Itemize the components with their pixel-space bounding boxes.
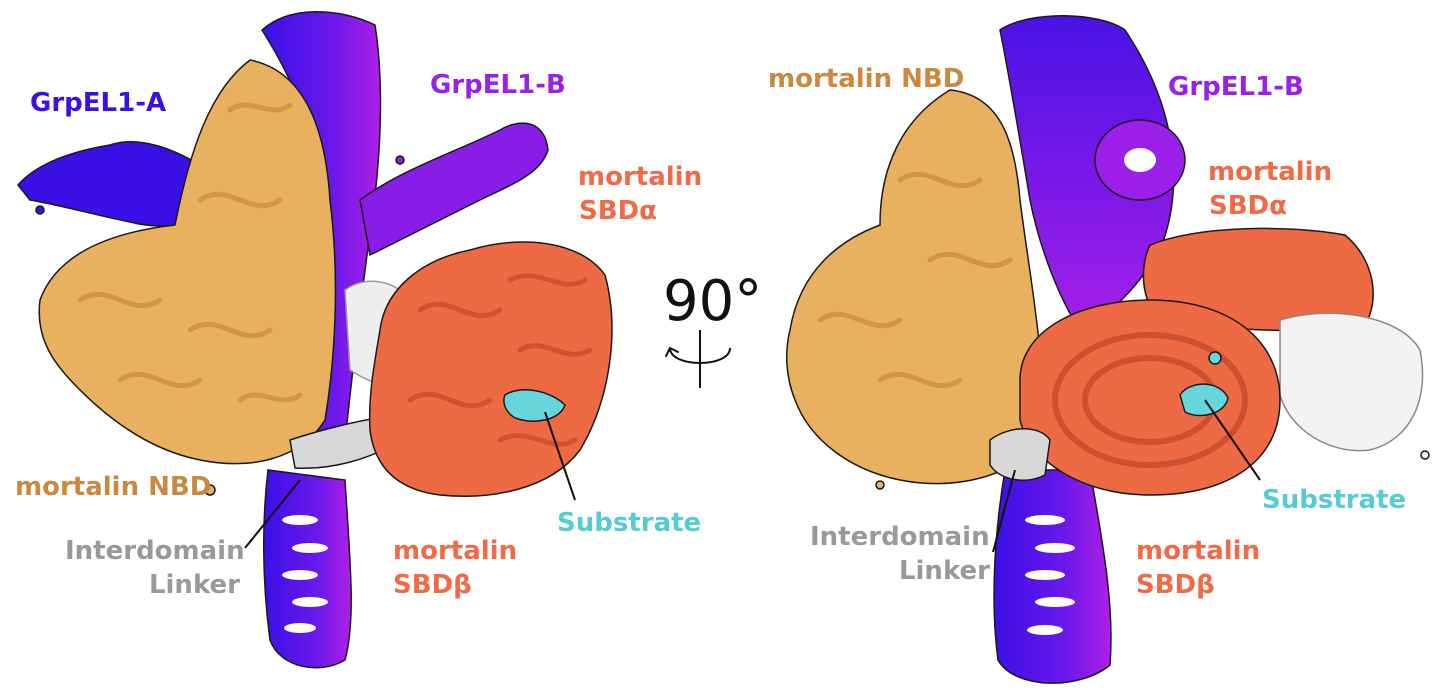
right-linker: [989, 428, 1051, 481]
left-mortalin-nbd: [38, 59, 337, 465]
label-sbd-beta-line2: SBDβ: [393, 570, 472, 600]
right-density-map: [785, 15, 1430, 684]
label-linker-line1: Interdomain: [65, 536, 245, 566]
left-pointer-lines: [244, 411, 576, 549]
right-substrate: [1179, 383, 1229, 417]
right-pointer-lines: [992, 399, 1261, 553]
label-grpel1-b: GrpEL1-B: [430, 70, 566, 100]
right-label-linker-line2: Linker: [898, 556, 990, 586]
right-grpel1-b: [999, 15, 1175, 331]
right-linker-back: [1279, 312, 1424, 452]
right-label-sbd-beta-line2: SBDβ: [1136, 570, 1215, 600]
right-label-linker-line1: Interdomain: [810, 522, 990, 552]
substrate-pointer-line: [544, 411, 576, 501]
label-substrate: Substrate: [557, 508, 702, 538]
right-label-substrate: Substrate: [1262, 485, 1407, 515]
right-label-sbd-alpha-line1: mortalin: [1208, 157, 1333, 187]
left-mortalin-sbd: [368, 241, 613, 497]
label-sbd-alpha-line1: mortalin: [578, 162, 703, 192]
linker-pointer-line: [244, 479, 301, 549]
right-label-sbd-beta-line1: mortalin: [1136, 536, 1261, 566]
right-linker-pointer-line: [992, 469, 1016, 553]
right-label-sbd-alpha-line2: SBDα: [1209, 191, 1287, 221]
left-grpel1-b-arm: [359, 122, 549, 257]
left-helix-bottom: [262, 469, 352, 669]
label-grpel1-a: GrpEL1-A: [30, 88, 167, 118]
label-mortalin-nbd: mortalin NBD: [15, 472, 212, 502]
right-mortalin-nbd: [785, 89, 1044, 485]
label-linker-line2: Linker: [148, 570, 240, 600]
left-substrate: [503, 389, 566, 422]
rotate-arrow-icon: [665, 330, 731, 388]
right-substrate-pointer-line: [1204, 399, 1261, 481]
label-sbd-alpha-line2: SBDα: [579, 196, 657, 226]
rotation-label: 90°: [663, 269, 763, 334]
label-sbd-beta-line1: mortalin: [393, 536, 518, 566]
right-label-mortalin-nbd: mortalin NBD: [768, 64, 965, 94]
right-label-grpel1-b: GrpEL1-B: [1168, 72, 1304, 102]
